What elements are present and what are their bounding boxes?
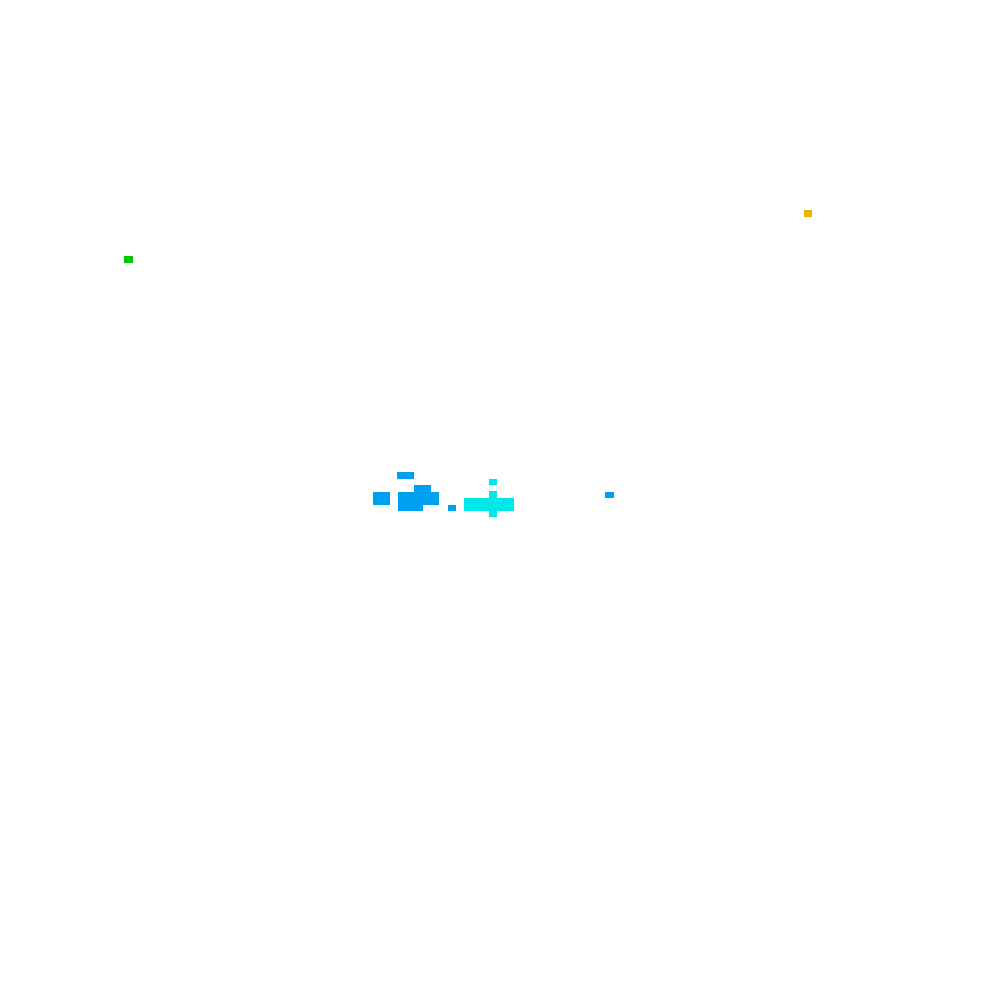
blue-blob-part-6	[448, 505, 456, 511]
cyan-blob-part-3	[464, 498, 514, 511]
blue-blob-part-2	[414, 485, 431, 492]
cyan-blob-part-1	[489, 479, 497, 485]
yellow-dot	[804, 210, 812, 217]
blue-dot	[605, 492, 614, 498]
cyan-blob-part-4	[489, 510, 497, 517]
blue-blob-part-3	[373, 492, 390, 505]
cyan-blob-part-2	[489, 491, 497, 498]
blue-blob-part-1	[397, 472, 414, 479]
blue-blob-part-5	[398, 504, 423, 511]
green-dot	[124, 256, 133, 263]
blue-blob-part-4	[398, 492, 439, 505]
